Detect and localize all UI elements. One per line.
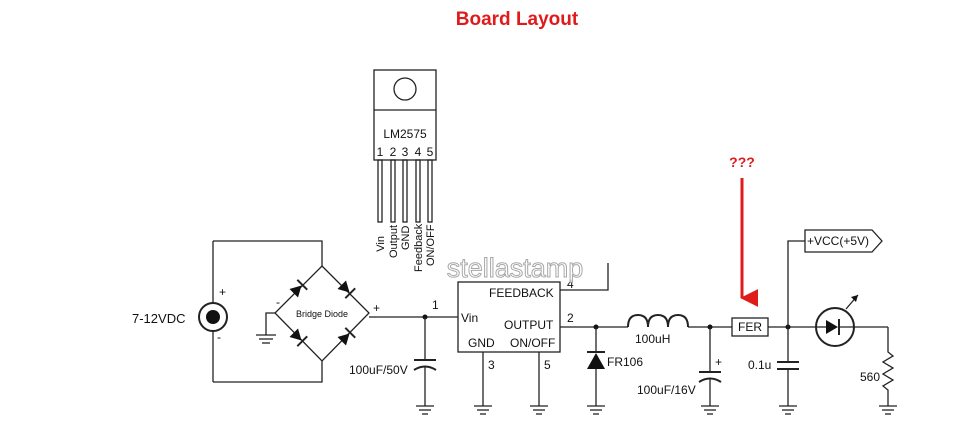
lm2575-ic: FEEDBACK Vin OUTPUT GND ON/OFF [457, 281, 561, 353]
wire-bridge-minus-ground [265, 312, 275, 335]
c3-value-label: 0.1u [748, 358, 771, 372]
pkg-pin-name-vin: Vin [375, 236, 387, 252]
pkg-pin-number-5: 5 [427, 145, 434, 159]
c2-value-label: 100uF/16V [637, 383, 696, 397]
package-name: LM2575 [383, 127, 427, 141]
capacitor-c2 [698, 327, 722, 415]
c2-plus-sign: + [715, 355, 722, 369]
page-title: Board Layout [456, 9, 579, 30]
ic-body [457, 281, 561, 353]
pkg-pin-name-onoff: ON/OFF [425, 224, 437, 266]
ic-output-label: OUTPUT [504, 318, 554, 332]
pkg-leg-4 [415, 159, 421, 223]
dc-input-jack: 7-12VDC + - [132, 241, 228, 382]
resistor-value-label: 560 [860, 370, 880, 384]
net-pin3-label: 3 [488, 358, 495, 372]
input-minus-sign: - [217, 330, 221, 344]
led-indicator [815, 294, 888, 347]
ic-vin-label: Vin [461, 311, 478, 325]
inductor-100uh [627, 313, 732, 328]
net-pin2-label: 2 [567, 311, 574, 325]
pkg-leg-1 [377, 159, 383, 223]
bridge-minus-sign: - [276, 295, 280, 309]
led-light-ray-head [851, 295, 858, 302]
ground-symbol-ic-gnd [474, 405, 492, 415]
capacitor-c1 [413, 317, 437, 415]
net-pin4-label: 4 [567, 277, 574, 291]
pkg-pin-name-output: Output [388, 225, 400, 258]
vcc-label: +VCC(+5V) [807, 234, 869, 248]
diode-fr106 [587, 327, 605, 415]
ferrite-label: FER [738, 320, 762, 334]
input-voltage-label: 7-12VDC [132, 311, 185, 326]
ic-onoff-label: ON/OFF [510, 336, 555, 350]
bridge-label: Bridge Diode [296, 309, 348, 319]
ground-symbol-bridge [256, 334, 276, 344]
capacitor-c3 [777, 327, 799, 415]
wire-feedback [560, 263, 609, 291]
wire-jack-minus-to-bridge [213, 361, 323, 383]
lm2575-package: LM2575 1 2 3 4 5 Vin Output GND Feedback… [373, 69, 437, 272]
jack-inner-pin [206, 310, 220, 324]
vcc-flag [804, 229, 883, 253]
resistor-560 [879, 327, 897, 415]
net-pin5-label: 5 [544, 358, 551, 372]
pkg-pin-number-3: 3 [402, 145, 409, 159]
pkg-pin-number-4: 4 [415, 145, 422, 159]
wire-vcc-flag [787, 240, 805, 327]
pkg-leg-2 [390, 159, 396, 223]
wire-jack-plus-to-bridge [213, 240, 323, 266]
bridge-diode-2 [337, 280, 356, 299]
net-pin1-label: 1 [432, 298, 439, 312]
bridge-outline [274, 265, 370, 362]
input-plus-sign: + [219, 285, 226, 299]
question-label: ??? [729, 154, 755, 170]
inductor-value-label: 100uH [635, 332, 670, 346]
bridge-diode-1 [289, 279, 308, 298]
pkg-leg-5 [427, 159, 433, 223]
ground-symbol-ic-onoff [530, 405, 548, 415]
ic-feedback-label: FEEDBACK [489, 286, 554, 300]
pkg-leg-3 [402, 159, 408, 223]
mounting-hole [393, 77, 417, 101]
ic-gnd-label: GND [468, 336, 495, 350]
bridge-plus-sign: + [373, 301, 380, 315]
watermark: stellastamp [447, 253, 584, 283]
bridge-diode-4 [337, 327, 356, 346]
diode-value-label: FR106 [607, 355, 643, 369]
pkg-pin-name-feedback: Feedback [413, 223, 425, 272]
c1-value-label: 100uF/50V [349, 363, 408, 377]
pkg-pin-number-1: 1 [377, 145, 384, 159]
pkg-pin-name-gnd: GND [400, 226, 412, 251]
bridge-diode: Bridge Diode - + [274, 265, 380, 362]
pkg-pin-number-2: 2 [390, 145, 397, 159]
bridge-diode-3 [289, 328, 308, 347]
